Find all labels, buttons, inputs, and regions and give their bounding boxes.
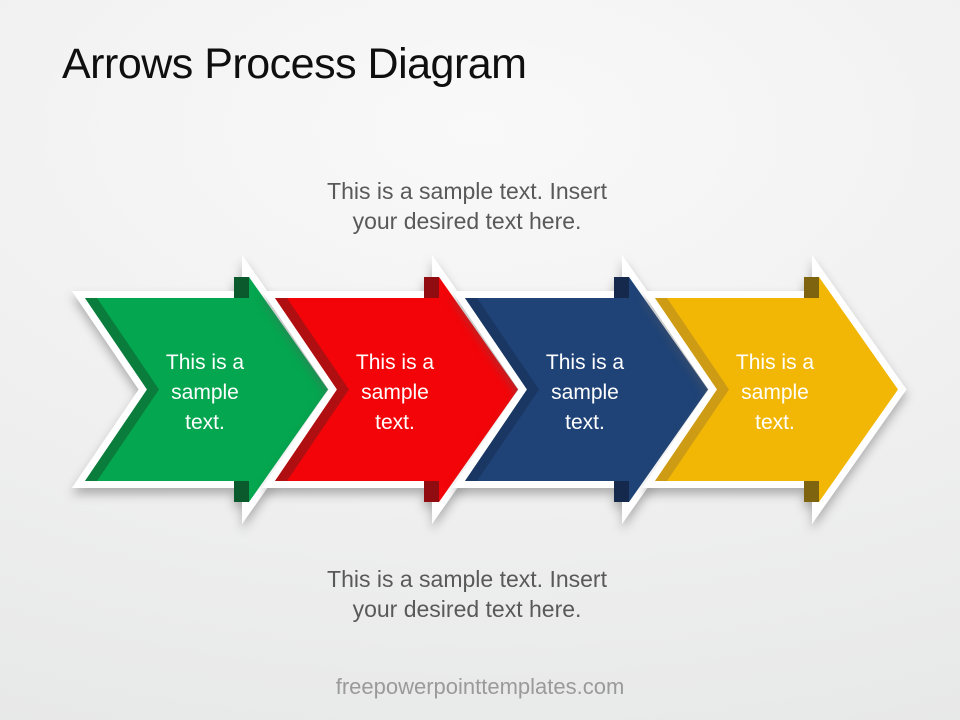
arrow-label-line: This is a: [546, 351, 625, 374]
arrow-label-line: This is a: [736, 351, 815, 374]
arrow-label-line: sample: [741, 381, 809, 404]
arrow-label-line: sample: [361, 381, 429, 404]
top-caption-line-2: your desired text here.: [352, 208, 582, 234]
arrow-label-line: text.: [755, 411, 795, 434]
arrow-fold-tab-top: [234, 277, 249, 298]
top-caption: This is a sample text. Insert your desir…: [267, 176, 667, 236]
process-step-3: This is a sample text.: [451, 254, 717, 525]
slide-title: Arrows Process Diagram: [62, 40, 527, 88]
top-caption-line-1: This is a sample text. Insert: [327, 178, 607, 204]
arrow-fold-tab-top: [614, 277, 629, 298]
arrow-fold-tab-bottom: [424, 481, 439, 502]
arrow-fold-tab-top: [804, 277, 819, 298]
arrow-label-line: text.: [185, 411, 225, 434]
arrow-fold-tab-bottom: [804, 481, 819, 502]
process-step-4: This is a sample text.: [641, 254, 907, 525]
arrow-label-line: This is a: [356, 351, 435, 374]
arrow-label-line: sample: [171, 381, 239, 404]
process-step-2: This is a sample text.: [261, 254, 527, 525]
arrow-label-line: text.: [375, 411, 415, 434]
arrow-label: This is a sample text.: [546, 351, 625, 434]
bottom-caption-line-2: your desired text here.: [352, 596, 582, 622]
arrow-label: This is a sample text.: [356, 351, 435, 434]
arrow-label-line: text.: [565, 411, 605, 434]
arrow-label: This is a sample text.: [166, 351, 245, 434]
arrow-shape: [85, 277, 328, 502]
arrow-label-line: sample: [551, 381, 619, 404]
bottom-caption: This is a sample text. Insert your desir…: [267, 564, 667, 624]
arrow-shape: [655, 277, 898, 502]
arrow-fold-tab-top: [424, 277, 439, 298]
footer-watermark: freepowerpointtemplates.com: [335, 674, 625, 699]
arrow-label-line: This is a: [166, 351, 245, 374]
process-step-1: This is a sample text.: [71, 254, 337, 525]
arrow-fold-tab-bottom: [614, 481, 629, 502]
bottom-caption-line-1: This is a sample text. Insert: [327, 566, 607, 592]
arrow-label: This is a sample text.: [736, 351, 815, 434]
arrow-fold-tab-bottom: [234, 481, 249, 502]
arrow-shape: [465, 277, 708, 502]
arrow-shape: [275, 277, 518, 502]
